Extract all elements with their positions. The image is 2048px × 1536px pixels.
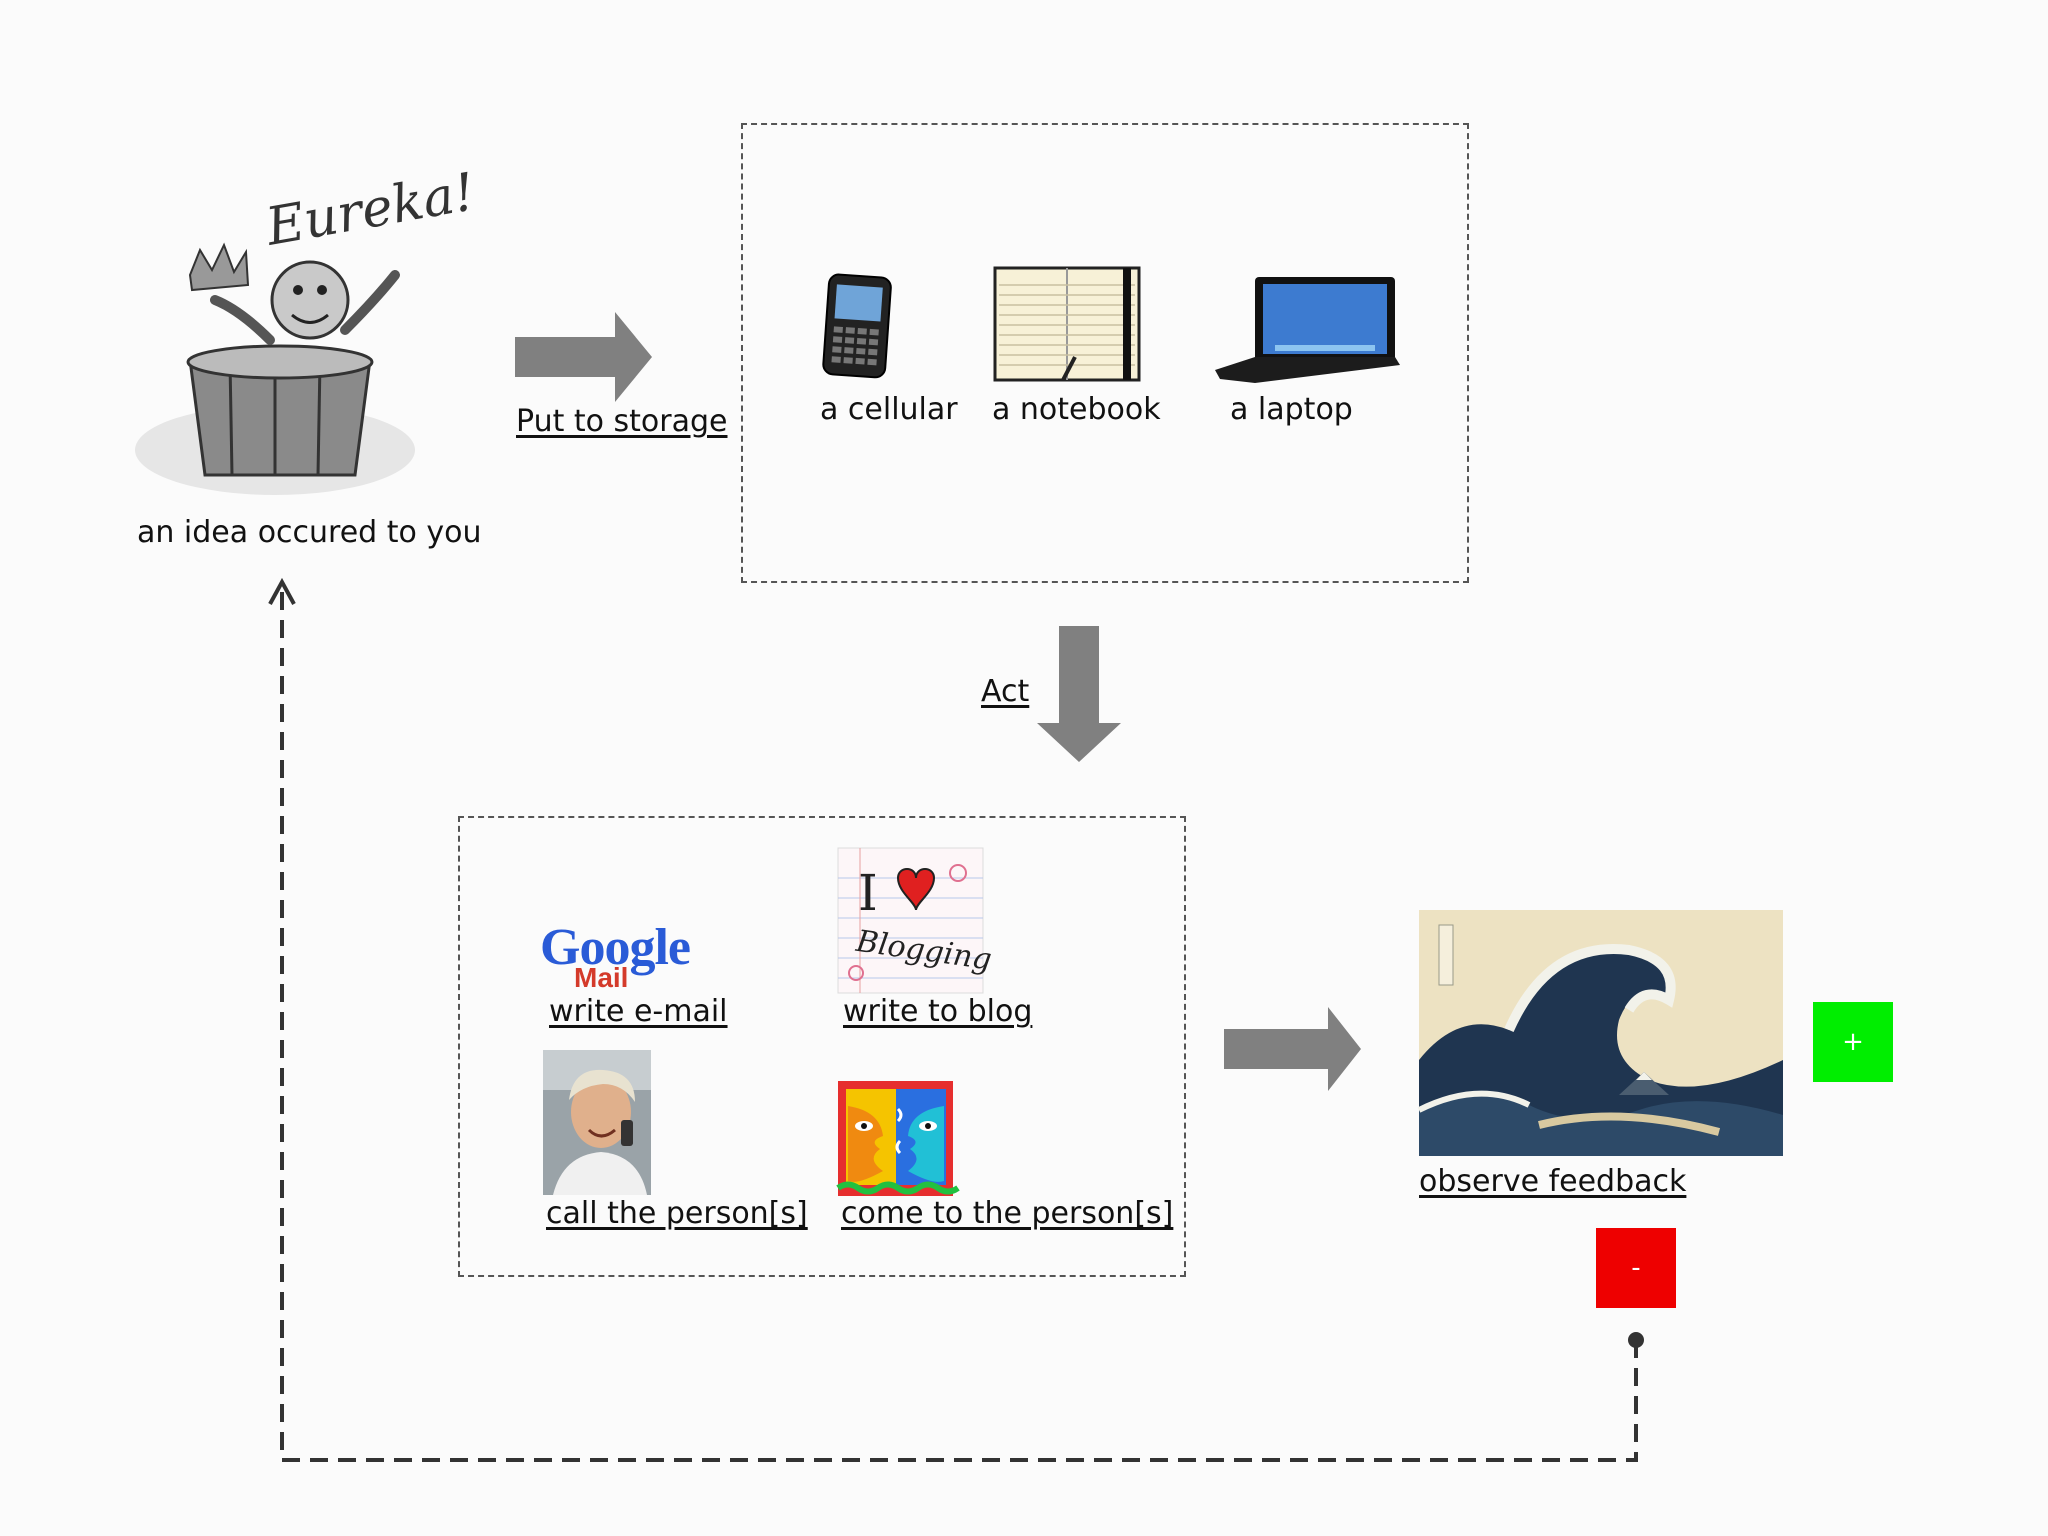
write-to-blog-link[interactable]: write to blog [843,994,1033,1029]
come-to-person-link[interactable]: come to the person[s] [841,1196,1174,1231]
negative-feedback-button[interactable]: - [1596,1228,1676,1308]
observe-feedback-link[interactable]: observe feedback [1419,1164,1687,1199]
put-to-storage-link[interactable]: Put to storage [516,404,728,439]
act-link[interactable]: Act [981,674,1030,709]
laptop-icon [1215,277,1400,383]
eureka-illustration: Eureka! [135,162,480,495]
cellular-label: a cellular [820,392,958,427]
write-email-link[interactable]: write e-mail [549,994,728,1029]
arrow-put-to-storage [515,312,652,402]
notebook-icon [993,266,1141,382]
idea-node: Eureka! an idea occured to you [120,162,482,550]
great-wave-image [1417,910,1783,1156]
minus-label: - [1631,1253,1641,1283]
positive-feedback-button[interactable]: + [1813,1002,1893,1082]
idea-label: an idea occured to you [137,515,482,550]
arrow-act [1037,626,1121,762]
arrow-to-feedback [1224,1007,1361,1091]
plus-label: + [1842,1027,1864,1057]
cellphone-icon [822,273,892,379]
gmail-logo: Google Mail [540,919,691,993]
blogging-image: I Blogging [837,847,994,994]
notebook-label: a notebook [992,392,1161,427]
call-person-link[interactable]: call the person[s] [546,1196,808,1231]
storage-box [741,123,1469,583]
svg-text:Eureka!: Eureka! [261,162,480,258]
person-photo [543,1050,651,1195]
laptop-label: a laptop [1230,392,1353,427]
faces-icon [836,1081,960,1196]
svg-text:I: I [858,864,878,922]
